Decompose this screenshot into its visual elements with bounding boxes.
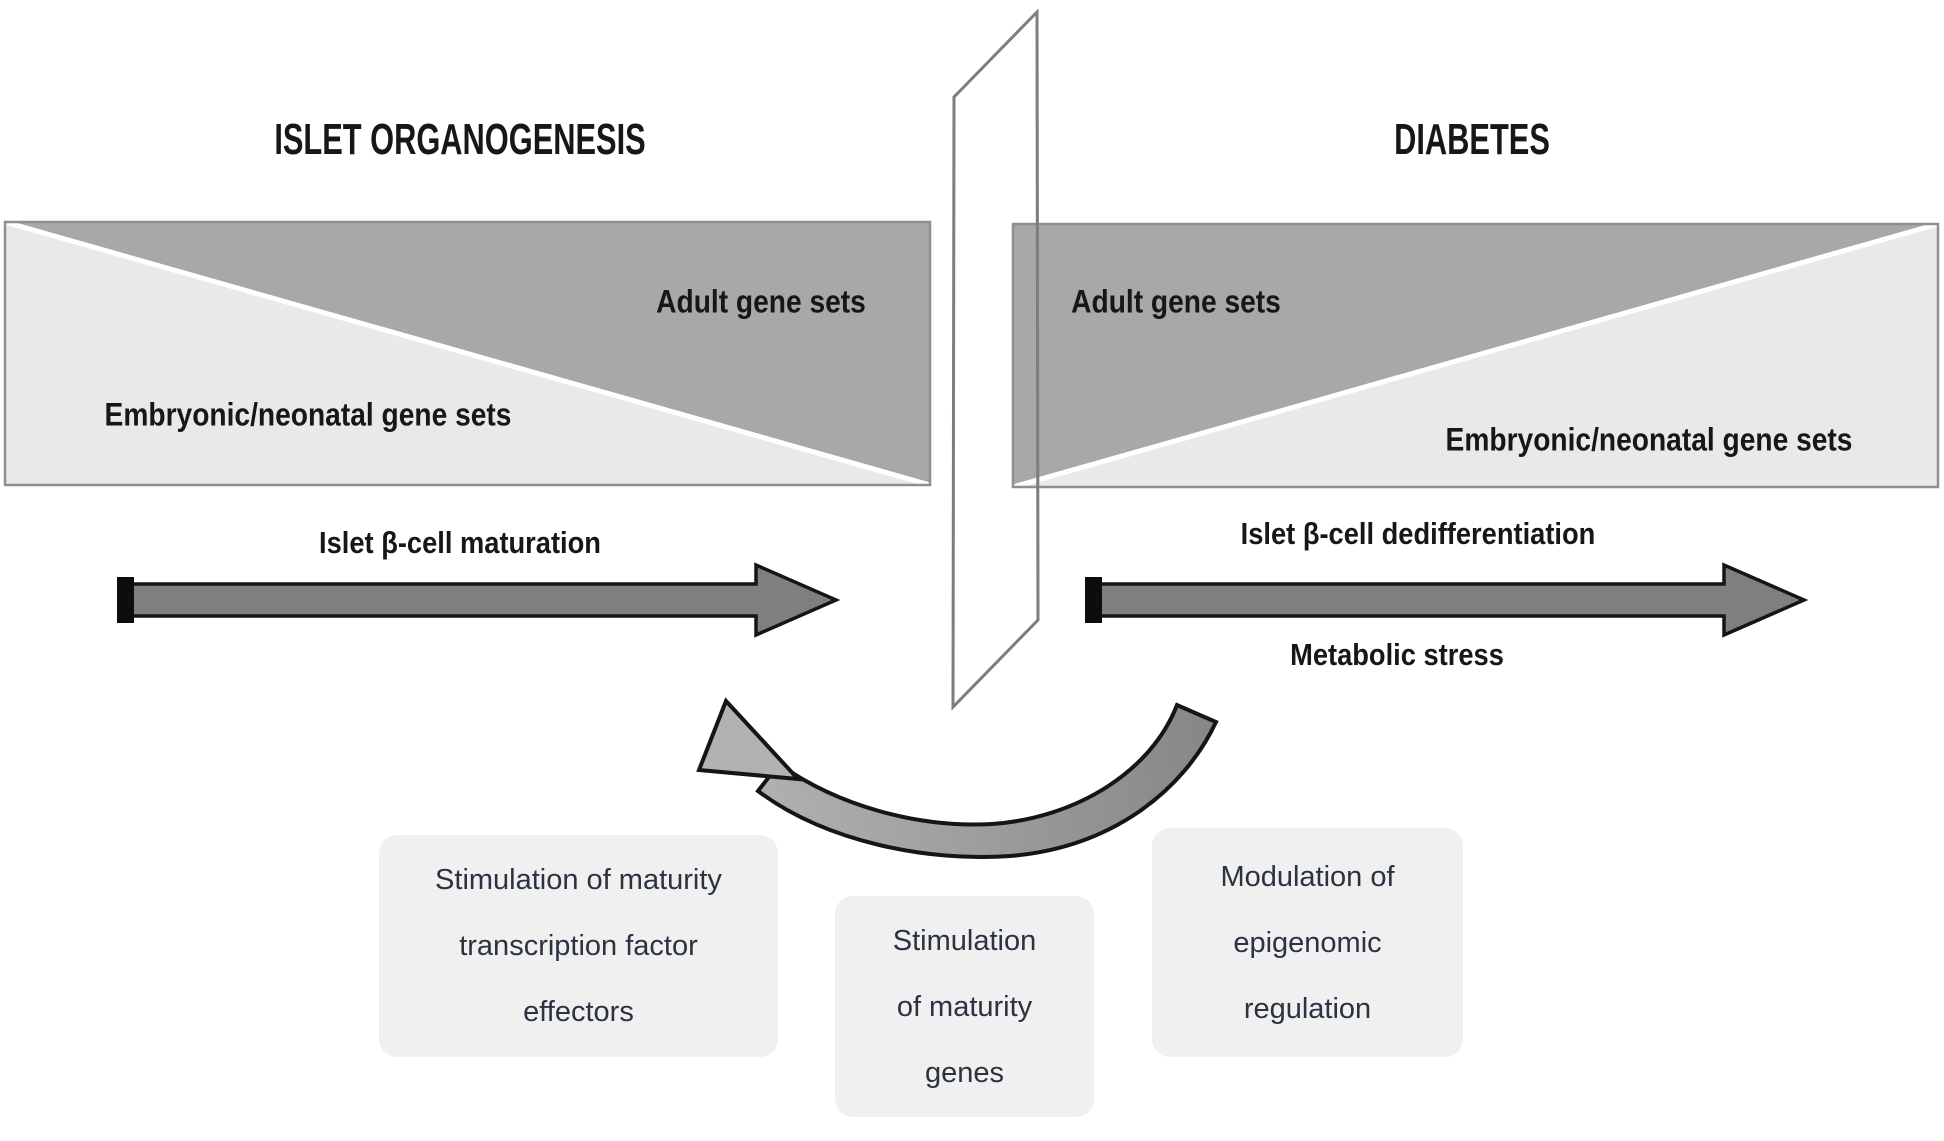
dedifferentiation-arrow-label: Islet β-cell dedifferentiation <box>1240 516 1596 551</box>
right-adult-gene-sets-label: Adult gene sets <box>1071 283 1281 320</box>
dedifferentiation-arrow <box>1085 562 1809 638</box>
feedback-curved-arrow <box>696 697 1219 860</box>
callout-line: of maturity <box>896 990 1033 1023</box>
right-panel-border <box>1011 222 1940 489</box>
left-panel-border <box>3 220 932 487</box>
right-gene-panel <box>1011 221 1940 490</box>
mirror-plane <box>951 8 1040 711</box>
left-embryonic-gene-sets-label: Embryonic/neonatal gene sets <box>104 396 512 433</box>
feedback-arrow-band <box>755 702 1219 860</box>
callout-line: regulation <box>1243 992 1372 1025</box>
dedifferentiation-arrow-start-cap <box>1085 577 1102 623</box>
callout-maturity-transcription-factors: Stimulation of maturity transcription fa… <box>379 835 778 1057</box>
maturation-arrow-start-cap <box>117 577 134 623</box>
callout-line: epigenomic <box>1233 926 1382 959</box>
right-embryonic-gene-sets-label: Embryonic/neonatal gene sets <box>1445 421 1853 458</box>
feedback-arrowhead <box>696 697 803 782</box>
callout-line: genes <box>924 1056 1004 1089</box>
callout-line: Stimulation of maturity <box>435 864 722 896</box>
callout-line: transcription factor <box>459 930 698 962</box>
left-adult-gene-sets-label: Adult gene sets <box>656 283 866 320</box>
maturation-arrow-body <box>118 562 841 638</box>
dedifferentiation-arrow-body <box>1086 562 1809 638</box>
callout-maturity-genes: Stimulation of maturity genes <box>835 896 1094 1117</box>
callout-line: effectors <box>523 996 634 1028</box>
left-section-title: ISLET ORGANOGENESIS <box>274 115 646 164</box>
left-gene-panel <box>3 219 932 488</box>
maturation-arrow <box>117 562 841 638</box>
right-diagonal-gap <box>1012 221 1939 490</box>
callout-line: Modulation of <box>1220 860 1395 893</box>
callout-epigenomic-regulation: Modulation of epigenomic regulation <box>1152 828 1463 1057</box>
callout-line: Stimulation <box>892 924 1037 957</box>
right-section-title: DIABETES <box>1394 115 1550 164</box>
metabolic-stress-label: Metabolic stress <box>1290 637 1504 672</box>
maturation-arrow-label: Islet β-cell maturation <box>319 525 601 560</box>
left-diagonal-gap <box>4 219 931 488</box>
